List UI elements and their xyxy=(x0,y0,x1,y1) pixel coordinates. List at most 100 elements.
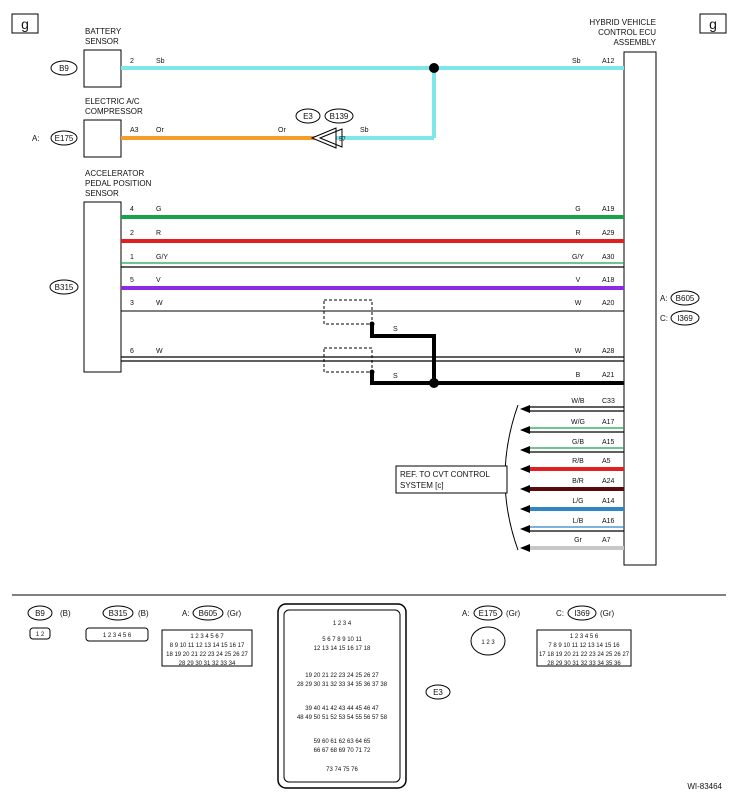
cvt-ref-line2: SYSTEM [c] xyxy=(400,481,444,490)
face-b315-oval xyxy=(102,605,134,621)
ecu-connector-c-prefix: C: xyxy=(660,314,668,323)
corner-tag-left xyxy=(11,13,39,34)
apps-wire-ecu-pin-3: A18 xyxy=(602,277,615,284)
ecu-title-line2: CONTROL ECU xyxy=(598,28,656,37)
ecu-title-line1: HYBRID VEHICLE xyxy=(589,18,656,27)
apps-title-1: ACCELERATOR xyxy=(85,169,144,178)
cvt-wire-color-1: W/G xyxy=(571,419,585,426)
battery-sensor-box xyxy=(83,49,122,88)
face-i369-prefix: C: xyxy=(556,609,564,618)
shield-label-1: S xyxy=(393,326,398,333)
face-i369-row3: 17 18 19 20 21 22 23 24 25 26 27 xyxy=(539,652,630,658)
joint-e3: E3 xyxy=(303,112,313,121)
apps-wire-ecu-pin-6: A21 xyxy=(602,372,615,379)
joint-b139-oval xyxy=(324,108,354,124)
junction-dot-shield xyxy=(429,378,439,388)
cvt-wire-color-3: R/B xyxy=(572,458,584,465)
face-e3-row4: 19 20 21 22 23 24 25 26 27 xyxy=(305,673,379,679)
face-b9-label: (B) xyxy=(60,609,71,618)
joint-connector-arrow xyxy=(310,127,337,149)
cvt-arrow-7 xyxy=(520,544,530,552)
shield-box-1 xyxy=(323,299,373,325)
face-i369-row4: 28 29 30 31 32 33 34 35 36 xyxy=(547,661,621,667)
shield-wire-2 xyxy=(370,372,434,385)
shield-dot-2 xyxy=(369,369,375,375)
face-i369-id: I369 xyxy=(574,609,590,618)
ecu-connector-a-prefix: A: xyxy=(660,294,668,303)
cvt-ref-box xyxy=(395,465,508,494)
joint-b139: B139 xyxy=(330,112,349,121)
ac-color-sb: Sb xyxy=(360,127,369,134)
ecu-title-line3: ASSEMBLY xyxy=(613,38,656,47)
face-b605-oval xyxy=(192,605,224,621)
face-e175-pins: 1 2 3 xyxy=(481,640,495,646)
ecu-connector-a-id: B605 xyxy=(676,294,695,303)
cvt-wire-pin-1: A17 xyxy=(602,419,615,426)
face-b9-shape xyxy=(29,627,51,640)
apps-wire-pin-0: 4 xyxy=(130,206,134,213)
face-e3-row10: 73 74 75 76 xyxy=(326,767,358,773)
face-b605-row2: 8 9 10 11 12 13 14 15 16 17 xyxy=(170,643,245,649)
apps-box xyxy=(83,201,122,373)
ac-compressor-connector: E175 xyxy=(55,134,74,143)
apps-wire-ecu-pin-4: A20 xyxy=(602,300,615,307)
cvt-arrow-0 xyxy=(520,405,530,413)
cvt-wire-pin-4: A24 xyxy=(602,478,615,485)
face-b9-pins: 1 2 xyxy=(36,632,45,638)
face-b9-oval xyxy=(27,605,53,621)
apps-wire-color-1: R xyxy=(156,230,161,237)
face-e3-row8: 59 60 61 62 63 64 65 xyxy=(314,739,371,745)
apps-wire-ecu-pin-5: A28 xyxy=(602,348,615,355)
ecu-connector-c-id: I369 xyxy=(677,314,693,323)
face-e3-shape xyxy=(277,603,407,789)
shield-label-2: S xyxy=(393,373,398,380)
face-e175-oval xyxy=(473,605,503,621)
ac-compressor-title-1: ELECTRIC A/C xyxy=(85,97,140,106)
face-e3-row9: 66 67 68 69 70 71 72 xyxy=(314,748,371,754)
shield-wire-1 xyxy=(370,324,436,383)
face-e3-row2: 5 6 7 8 9 10 11 xyxy=(322,637,362,643)
corner-tag-left-text: g xyxy=(21,16,29,32)
apps-title-2: PEDAL POSITION xyxy=(85,179,152,188)
cvt-arrow-6 xyxy=(520,525,530,533)
face-e3-inner xyxy=(283,609,401,783)
cvt-arrow-4 xyxy=(520,485,530,493)
apps-wire-ecu-color-0: G xyxy=(575,206,580,213)
face-e3-oval xyxy=(425,684,451,700)
apps-wire-pin-4: 3 xyxy=(130,300,134,307)
cvt-arrow-3 xyxy=(520,465,530,473)
face-i369-suffix: (Gr) xyxy=(600,609,615,618)
cvt-wire-pin-2: A15 xyxy=(602,439,615,446)
face-b9-id: B9 xyxy=(35,609,45,618)
battery-ecu-color: Sb xyxy=(572,58,581,65)
face-e3-row5: 28 29 30 31 32 33 34 35 36 37 38 xyxy=(297,682,388,688)
face-b605-prefix: A: xyxy=(182,609,190,618)
apps-wire-ecu-color-6: B xyxy=(576,372,581,379)
face-e175-prefix: A: xyxy=(462,609,470,618)
battery-pin: 2 xyxy=(130,58,134,65)
ac-compressor-title-2: COMPRESSOR xyxy=(85,107,143,116)
face-i369-row2: 7 8 9 10 11 12 13 14 15 16 xyxy=(548,643,620,649)
ac-compressor-connector-oval xyxy=(50,130,78,146)
apps-wire-pin-2: 1 xyxy=(130,254,134,261)
cvt-arrow-1 xyxy=(520,426,530,434)
apps-wire-color-5: W xyxy=(156,348,163,355)
apps-title-3: SENSOR xyxy=(85,189,119,198)
face-e175-id: E175 xyxy=(479,609,498,618)
battery-color: Sb xyxy=(156,58,165,65)
apps-connector: B315 xyxy=(55,283,74,292)
cvt-wire-pin-7: A7 xyxy=(602,537,611,544)
cvt-arrow-2 xyxy=(520,446,530,454)
joint-connector-pin: 57 xyxy=(339,137,346,143)
apps-connector-oval xyxy=(49,279,79,295)
face-b605-suffix: (Gr) xyxy=(227,609,242,618)
apps-wire-color-3: V xyxy=(156,277,161,284)
cvt-wire-pin-5: A14 xyxy=(602,498,615,505)
joint-connector-arrow-inner xyxy=(318,128,343,148)
cvt-wire-color-4: B/R xyxy=(572,478,584,485)
diagram-code: WI-83464 xyxy=(687,782,722,791)
cvt-wire-pin-3: A5 xyxy=(602,458,611,465)
ecu-box xyxy=(623,51,657,566)
